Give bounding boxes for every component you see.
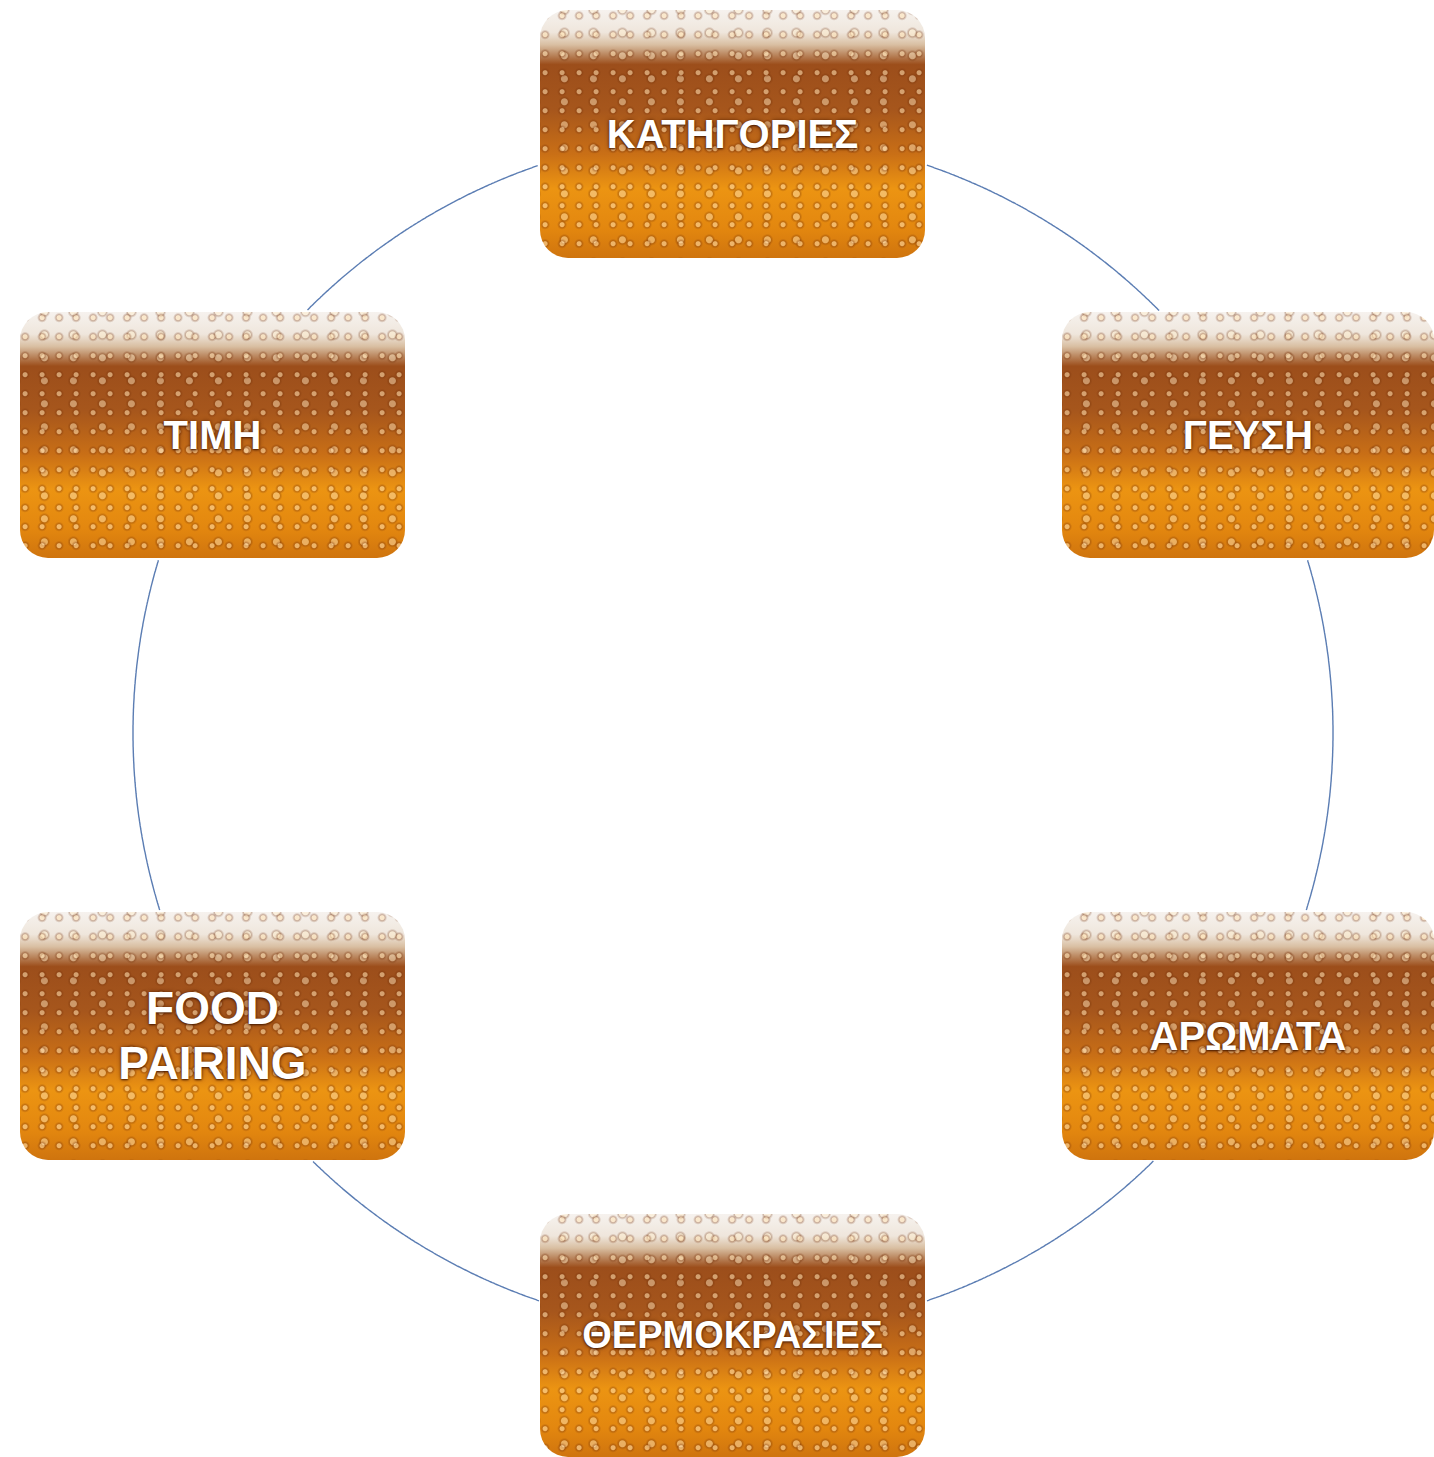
node-label: ΚΑΤΗΓΟΡΙΕΣ bbox=[607, 110, 858, 158]
beer-box: ΓΕΥΣΗ bbox=[1062, 312, 1434, 558]
cycle-arc bbox=[927, 165, 1159, 310]
cycle-arc bbox=[927, 1161, 1153, 1301]
cycle-arc bbox=[133, 560, 160, 910]
cycle-arc bbox=[313, 1162, 539, 1301]
node-label: FOOD PAIRING bbox=[118, 981, 306, 1091]
node-label: ΘΕΡΜΟΚΡΑΣΙΕΣ bbox=[582, 1313, 882, 1359]
beer-box: ΘΕΡΜΟΚΡΑΣΙΕΣ bbox=[540, 1214, 925, 1457]
cycle-arc bbox=[308, 166, 538, 310]
beer-box: ΤΙΜΗ bbox=[20, 312, 405, 558]
cycle-arc bbox=[1306, 560, 1333, 910]
beer-box: ΚΑΤΗΓΟΡΙΕΣ bbox=[540, 10, 925, 258]
beer-box: FOOD PAIRING bbox=[20, 912, 405, 1160]
beer-box: ΑΡΩΜΑΤΑ bbox=[1062, 912, 1434, 1160]
node-label: ΤΙΜΗ bbox=[164, 411, 262, 459]
node-label: ΑΡΩΜΑΤΑ bbox=[1150, 1012, 1347, 1060]
node-label: ΓΕΥΣΗ bbox=[1183, 411, 1313, 459]
